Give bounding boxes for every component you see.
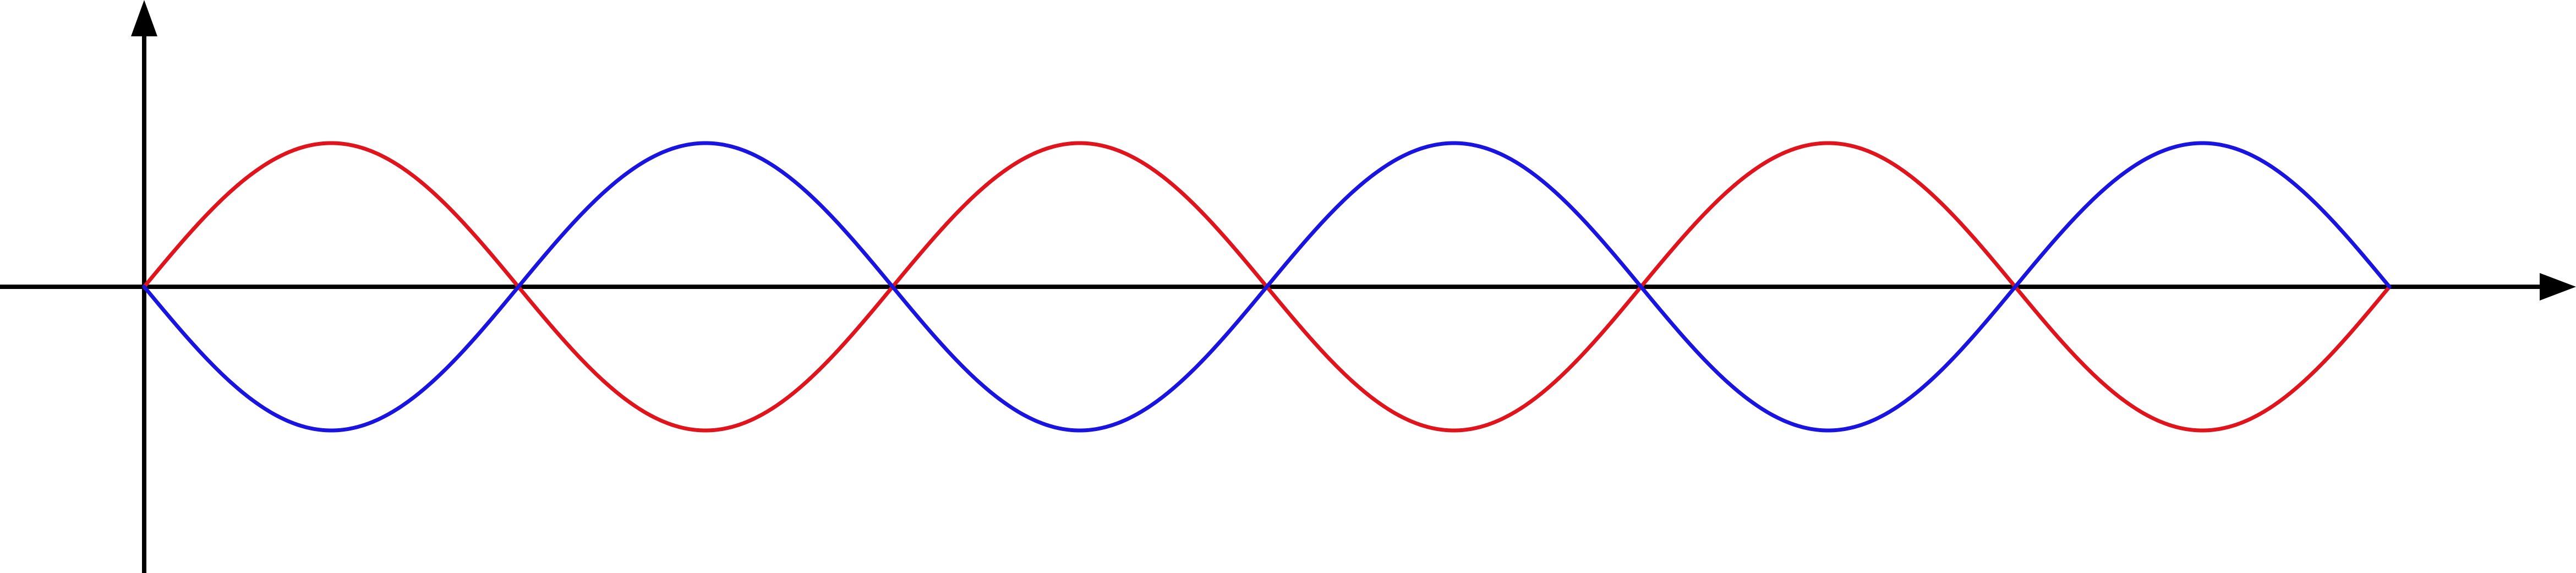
blue-wave-curve (142, 141, 2392, 433)
wave-curves (142, 141, 2392, 433)
x-axis-arrowhead (2540, 273, 2576, 301)
y-axis-arrowhead (131, 0, 157, 36)
